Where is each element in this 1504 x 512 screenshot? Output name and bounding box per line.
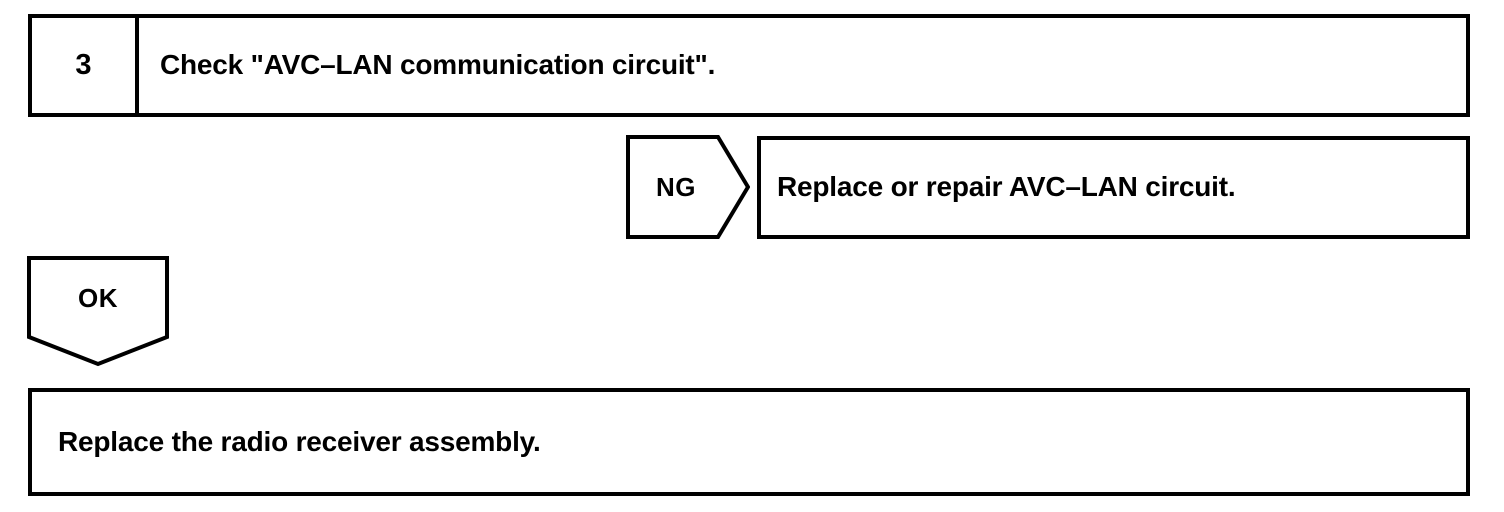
- step-instruction-text: Check "AVC–LAN communication circuit".: [160, 49, 716, 81]
- step-number-cell: 3: [32, 18, 139, 113]
- ok-branch-tag: [26, 255, 170, 367]
- ng-branch-tag: [626, 135, 750, 239]
- step-box: 3 Check "AVC–LAN communication circuit".: [28, 14, 1470, 117]
- final-result-text: Replace the radio receiver assembly.: [58, 425, 541, 457]
- final-result-box: Replace the radio receiver assembly.: [28, 388, 1470, 496]
- step-instruction-cell: Check "AVC–LAN communication circuit".: [143, 18, 1466, 113]
- ng-pentagon-icon: [626, 135, 750, 239]
- step-number: 3: [75, 49, 92, 81]
- ok-pentagon-icon: [27, 256, 169, 367]
- ng-result-text: Replace or repair AVC–LAN circuit.: [777, 171, 1236, 203]
- ng-result-box: Replace or repair AVC–LAN circuit.: [757, 136, 1470, 239]
